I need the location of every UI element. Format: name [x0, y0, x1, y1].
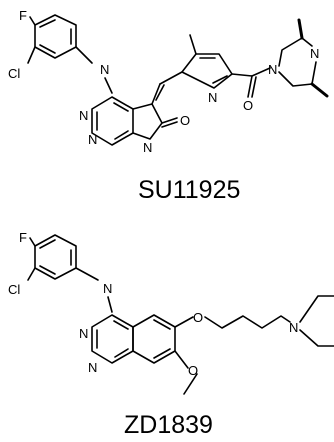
piperazine-ring: [278, 18, 329, 98]
atom-label: N: [100, 62, 109, 77]
quinazoline-core: [91, 296, 198, 395]
atom-label: N: [79, 326, 88, 341]
aryl-ring-2: [27, 234, 99, 281]
atom-label: N: [79, 108, 88, 123]
atom-label: N: [88, 360, 97, 375]
atom-label: Cl: [8, 282, 20, 297]
atom-label: N: [289, 320, 298, 335]
atom-label: N: [103, 281, 112, 296]
atom-label: N: [208, 90, 217, 105]
atom-label: O: [193, 310, 203, 325]
aryl-ring-1: [27, 14, 93, 64]
atom-label: N: [310, 46, 319, 61]
pyrrole-ring: [181, 34, 271, 98]
atom-label: F: [19, 230, 27, 245]
atom-label: O: [180, 113, 190, 128]
atom-label: N: [143, 140, 152, 155]
morpholinopropoxy-chain: [204, 295, 334, 347]
compound-name: SU11925: [138, 176, 240, 204]
atom-label: O: [188, 363, 198, 378]
atom-label: O: [243, 98, 253, 113]
compound-name: ZD1839: [124, 411, 213, 439]
molecule-zd1839: F Cl N N N O O N: [8, 230, 334, 395]
atom-label: F: [19, 8, 27, 23]
atom-label: Cl: [8, 66, 20, 81]
atom-label: N: [268, 62, 277, 77]
molecule-su11925: F Cl N N N N O: [8, 8, 329, 155]
atom-label: N: [88, 132, 97, 147]
bicyclic-core-1: [91, 71, 183, 146]
